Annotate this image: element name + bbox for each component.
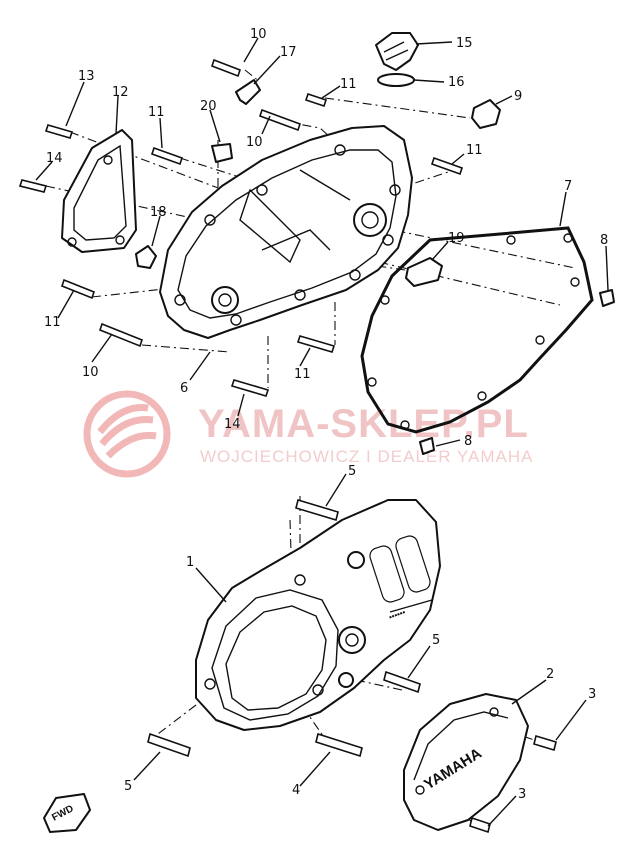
callout-6: 6 [180,381,188,396]
crankcase-cover [159,125,413,339]
callout-15: 15 [456,36,473,51]
callout-13: 12 [112,85,129,100]
callout-11: 10 [250,27,267,42]
callout-5: 5 [348,464,356,479]
callout-3: 3 [518,787,526,802]
callout-11: 11 [148,105,165,120]
cover-plate [61,129,137,253]
callout-7: 7 [564,179,572,194]
callout-16: 16 [448,75,465,90]
callout-9: 9 [514,89,522,104]
dowel-pin-lower [419,437,435,455]
callout-11: 11 [44,315,61,330]
callout-19: 19 [448,231,465,246]
gasket [360,226,594,434]
callout-8: 8 [464,434,472,449]
callout-14: 14 [224,417,241,432]
callout-4: 4 [292,783,300,798]
watermark-logo-icon [83,390,171,478]
callout-labels: 10 17 15 16 11 9 13 12 14 11 20 10 11 18… [44,27,608,802]
watermark-tagline: WOJCIECHOWICZ I DEALER YAMAHA [200,447,533,466]
callout-1: 1 [186,555,194,570]
magneto-cover: YAMAHA [403,693,529,831]
callout-18: 18 [150,205,167,220]
callout-14: 13 [78,69,95,84]
cap-nut [471,99,501,129]
callout-11: 11 [294,367,311,382]
callout-10: 10 [246,135,263,150]
callout-11: 11 [466,143,483,158]
clamp [235,79,261,105]
callout-8: 8 [600,233,608,248]
engine-cover: ▪▪▪▪▪▪ [195,499,441,731]
callout-3: 3 [588,687,596,702]
callout-10: 10 [82,365,99,380]
bolts-upper [18,58,464,397]
callout-2: 2 [546,667,554,682]
leader-lines [35,37,609,827]
oil-seal [135,245,157,269]
callout-5: 5 [124,779,132,794]
callout-14: 14 [46,151,63,166]
callout-12: 11 [340,77,357,92]
grommet [211,143,233,163]
bolts-lower [147,498,557,834]
forward-direction-marker: FWD [43,793,91,833]
o-ring [377,73,415,87]
rubber-damper [405,257,443,287]
callout-17: 17 [280,45,297,60]
dowel-pin-upper [599,289,615,307]
callout-5: 5 [432,633,440,648]
watermark-brand: YAMA-SKLEP.PL [198,402,529,446]
callout-20: 20 [200,99,217,114]
oil-filler-cap [375,32,419,71]
